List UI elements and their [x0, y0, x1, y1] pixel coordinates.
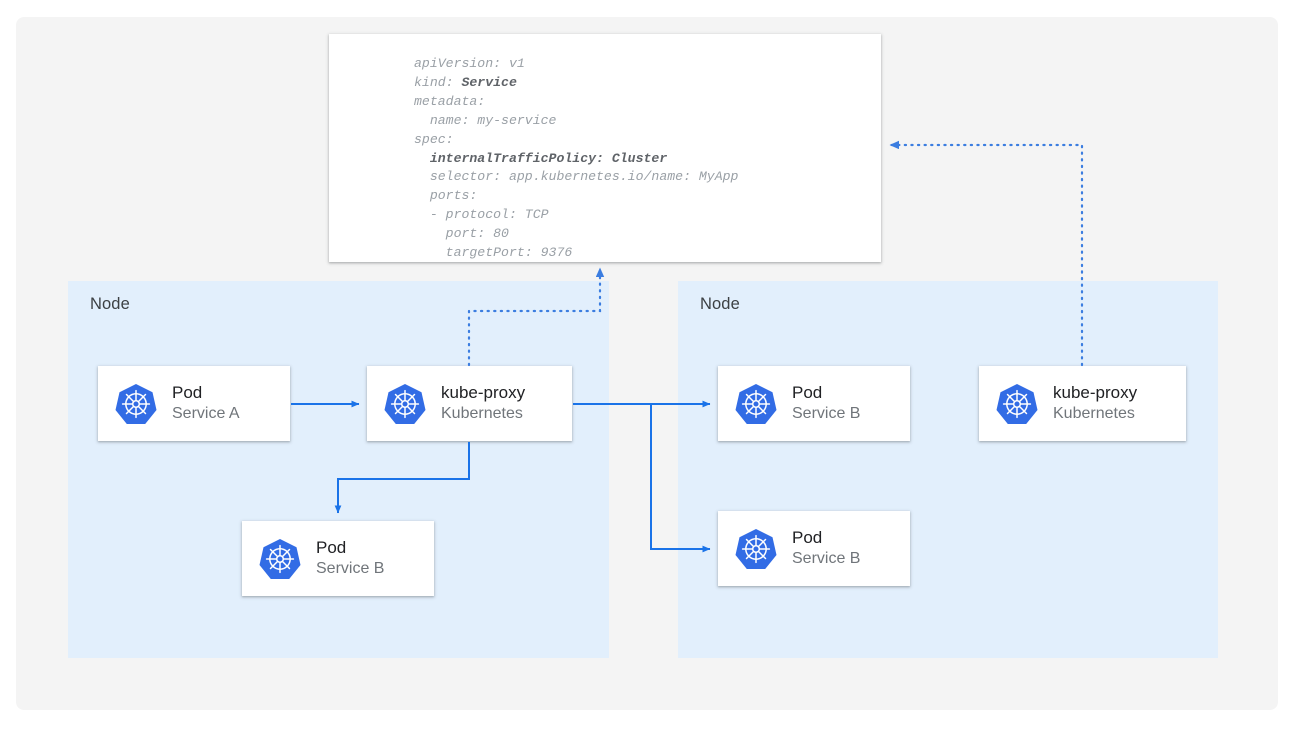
- card-pod-service-a[interactable]: Pod Service A: [98, 366, 290, 441]
- yaml-line-10: targetPort: 9376: [414, 245, 573, 261]
- yaml-bold-segment: Service: [461, 74, 517, 90]
- card-title: Pod: [172, 383, 203, 403]
- card-subtitle: Service B: [792, 405, 861, 423]
- card-title: Pod: [792, 383, 823, 403]
- card-title: kube-proxy: [1053, 383, 1138, 403]
- kubernetes-logo-icon: [734, 527, 778, 571]
- node-label-right: Node: [700, 295, 740, 313]
- yaml-line-5: internalTrafficPolicy: Cluster: [414, 150, 668, 166]
- diagram-canvas: Node Node apiVersion: v1 kind: Service met…: [16, 17, 1278, 710]
- yaml-line-0: apiVersion: v1: [414, 56, 525, 71]
- kubernetes-logo-icon: [734, 382, 778, 426]
- card-kube-proxy-left[interactable]: kube-proxy Kubernetes: [367, 366, 572, 441]
- card-text: Pod Service B: [316, 538, 384, 579]
- kubernetes-logo-icon: [114, 382, 158, 426]
- yaml-line-6: selector: app.kubernetes.io/name: MyApp: [414, 169, 739, 185]
- node-container-left: Node: [68, 281, 609, 658]
- yaml-line-8: - protocol: TCP: [414, 207, 549, 223]
- yaml-line-3: name: my-service: [414, 112, 557, 128]
- card-title: Pod: [316, 538, 347, 558]
- card-pod-service-b-remote-bottom[interactable]: Pod Service B: [718, 511, 910, 586]
- yaml-line-1: kind: Service: [414, 74, 517, 90]
- yaml-line-7: ports:: [414, 188, 478, 204]
- kubernetes-logo-icon: [258, 537, 302, 581]
- card-kube-proxy-right[interactable]: kube-proxy Kubernetes: [979, 366, 1186, 441]
- card-subtitle: Service B: [792, 550, 861, 568]
- card-subtitle: Kubernetes: [1053, 405, 1135, 423]
- service-spec-panel: apiVersion: v1 kind: Service metadata: nam…: [329, 34, 881, 262]
- card-text: kube-proxy Kubernetes: [441, 383, 525, 424]
- card-pod-service-b-local[interactable]: Pod Service B: [242, 521, 434, 596]
- card-subtitle: Service B: [316, 560, 385, 578]
- card-subtitle: Kubernetes: [441, 405, 523, 423]
- card-title: kube-proxy: [441, 383, 526, 403]
- yaml-line-2: metadata:: [414, 93, 486, 109]
- node-label-left: Node: [90, 295, 130, 313]
- card-subtitle: Service A: [172, 405, 240, 423]
- card-text: Pod Service B: [792, 528, 860, 569]
- card-pod-service-b-remote-top[interactable]: Pod Service B: [718, 366, 910, 441]
- yaml-line-4: spec:: [414, 131, 454, 147]
- kubernetes-logo-icon: [995, 382, 1039, 426]
- service-spec-yaml: apiVersion: v1 kind: Service metadata: nam…: [414, 55, 738, 263]
- node-container-right: Node: [678, 281, 1218, 658]
- card-text: Pod Service A: [172, 383, 240, 424]
- card-text: Pod Service B: [792, 383, 860, 424]
- card-title: Pod: [792, 528, 823, 548]
- yaml-line-9: port: 80: [414, 226, 509, 242]
- card-text: kube-proxy Kubernetes: [1053, 383, 1137, 424]
- kubernetes-logo-icon: [383, 382, 427, 426]
